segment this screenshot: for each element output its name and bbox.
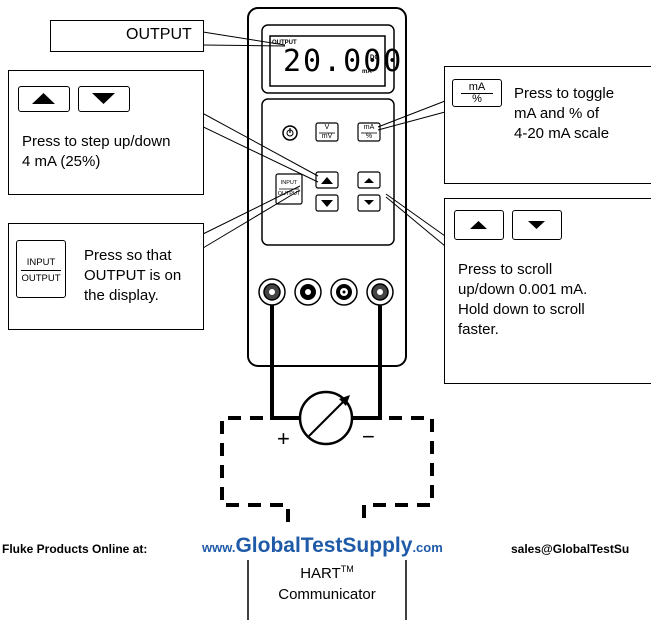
select-text-line-3: the display. — [84, 287, 159, 304]
loop-wire-positive — [270, 305, 300, 420]
loop-wire-negative — [352, 305, 382, 420]
output-callout — [50, 20, 204, 52]
step-text-line-1: Press to step up/down — [22, 133, 171, 150]
footer-site-name: GlobalTestSupply — [235, 534, 413, 557]
step-text-line-2: 4 mA (25%) — [22, 153, 101, 170]
ma-key-label-bottom: % — [365, 133, 373, 140]
scroll-text-line-3: Hold down to scroll — [458, 301, 585, 318]
io-key-icon-bottom: OUTPUT — [21, 273, 61, 284]
footer-website-link[interactable]: www.GlobalTestSupply.com — [202, 534, 443, 558]
jack-3 — [330, 278, 358, 306]
scroll-text-line-2: up/down 0.001 mA. — [458, 281, 588, 298]
ma-key-label-top: mA — [363, 124, 375, 131]
jack-4 — [366, 278, 394, 306]
hart-name: HART — [300, 565, 341, 582]
toggle-text-line-2: mA and % of — [514, 105, 600, 122]
display-unit: mA — [362, 69, 372, 75]
step-up-icon — [18, 86, 70, 112]
scroll-text-line-4: faster. — [458, 321, 499, 338]
display-dc: DC — [370, 55, 379, 61]
footer-left-text: Fluke Products Online at: — [2, 542, 148, 556]
v-key-label-top: V — [324, 124, 330, 131]
input-output-key-icon: INPUT OUTPUT — [16, 240, 66, 298]
negative-terminal-label: − — [362, 424, 375, 449]
io-key-icon-top: INPUT — [26, 257, 56, 268]
footer-www: www. — [202, 540, 236, 555]
ma-percent-key-icon: mA % — [452, 79, 502, 107]
footer-com: .com — [412, 540, 443, 555]
v-key-label-bottom: mV — [321, 133, 333, 140]
scroll-text-line-1: Press to scroll — [458, 261, 553, 278]
io-key-label-bottom: OUTPUT — [277, 191, 301, 197]
ma-key-icon-bottom: % — [472, 93, 482, 105]
hart-dashed-loop — [220, 416, 434, 522]
scroll-up-icon — [454, 210, 504, 240]
jack-2 — [294, 278, 322, 306]
select-text-line-2: OUTPUT is on — [84, 267, 182, 284]
display-reading: 20.000 — [283, 44, 404, 79]
v-mv-key — [315, 122, 339, 142]
hart-label: HARTTM — [248, 564, 406, 582]
hart-trademark: TM — [340, 564, 354, 574]
display-mode-label: OUTPUT — [272, 40, 297, 46]
jack-1 — [258, 278, 286, 306]
select-text-line-1: Press so that — [84, 247, 172, 264]
scroll-down-icon — [512, 210, 562, 240]
toggle-text-line-1: Press to toggle — [514, 85, 615, 102]
leader-lines — [192, 31, 446, 249]
ma-key-icon-top: mA — [468, 81, 486, 93]
step-down-icon — [78, 86, 130, 112]
io-key-label-top: INPUT — [280, 180, 298, 186]
positive-terminal-label: + — [277, 426, 290, 451]
lcd-screen — [269, 35, 386, 87]
toggle-text-line-3: 4-20 mA scale — [514, 125, 610, 142]
output-callout-label: OUTPUT — [126, 26, 192, 43]
communicator-label: Communicator — [278, 586, 376, 603]
ma-percent-key — [357, 122, 381, 142]
footer-email[interactable]: sales@GlobalTestSu — [511, 542, 630, 556]
